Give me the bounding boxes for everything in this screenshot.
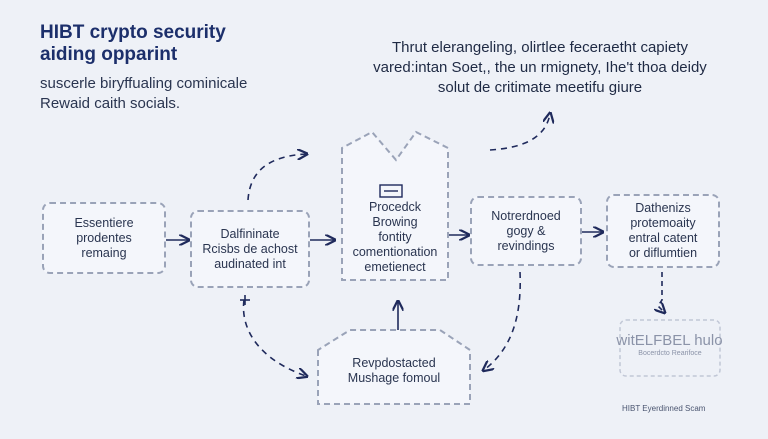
node-n6: Revpdostacted Mushage fomoul xyxy=(347,356,441,385)
arrow-n2-up xyxy=(247,154,306,201)
arrow-n5-logo xyxy=(658,272,664,312)
diagram-note: Thrut elerangeling, olirtlee feceraetht … xyxy=(373,39,707,96)
logo-frame xyxy=(619,319,721,377)
arrow-n4-n6 xyxy=(484,271,521,370)
box-n6-shape xyxy=(317,329,471,405)
arrow-n4-up xyxy=(489,114,550,151)
node-n3: Procedck Browing fontity comentionation … xyxy=(352,200,438,274)
logo-text: witELFBEL hulo xyxy=(616,332,723,349)
node-n5: Dathenizs protemoaity entral catent or d… xyxy=(606,194,720,268)
document-icon xyxy=(379,184,403,198)
arrow-n2-n6 xyxy=(242,299,306,376)
logo-subtext: Bocerdcto Rearifoce xyxy=(638,350,702,357)
document-shape xyxy=(341,130,449,281)
footer-credit: HIBT Eyerdinned Scam xyxy=(622,404,706,413)
node-n4: Notrerdnoed gogy & revindings xyxy=(470,196,582,266)
node-n1: Essentiere prodentes remaing xyxy=(42,202,166,274)
diagram-title: HIBT crypto security aiding opparint xyxy=(40,22,226,65)
node-n2: Dalfininate Rcisbs de achost audinated i… xyxy=(190,210,310,288)
diagram-subtitle: suscerle biryffualing cominicale Rewaid … xyxy=(40,75,248,112)
